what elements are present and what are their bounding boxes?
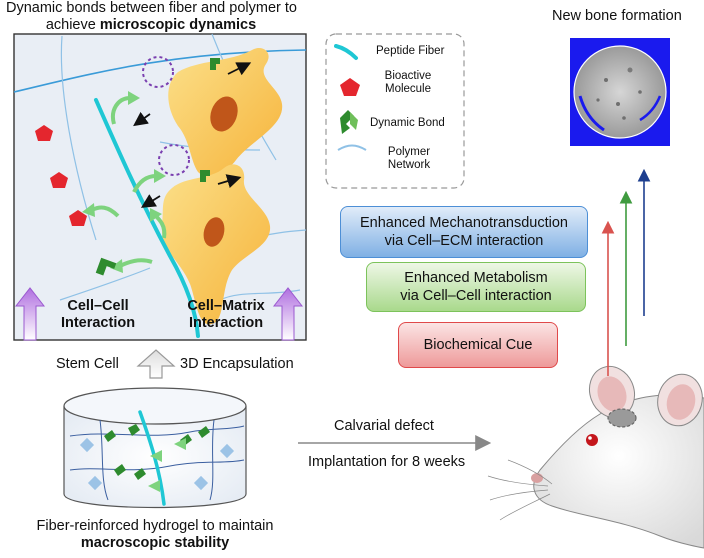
panel-title-line2: achieve microscopic dynamics — [6, 17, 296, 34]
green-curved-arrow-1 — [111, 96, 131, 125]
dynamic-bond-highlight-1 — [142, 56, 174, 88]
bioactive-molecule-2 — [50, 172, 68, 188]
panel-title-line2-bold: microscopic dynamics — [99, 16, 257, 33]
purple-up-arrow-left — [14, 287, 46, 341]
purple-up-arrow-right — [272, 287, 304, 341]
legend-label-polymer-network: Polymer Network — [387, 146, 431, 172]
cue-bar-biochemical: Biochemical Cue — [398, 322, 558, 368]
hydrogel-cylinder — [63, 387, 247, 509]
cue-bar-mechanotransduction: Enhanced Mechanotransduction via Cell–EC… — [340, 206, 588, 258]
legend-box — [325, 33, 465, 189]
black-arrow-1 — [227, 62, 252, 76]
stem-cell-label: Stem Cell — [56, 356, 119, 372]
nucleus-top — [210, 96, 238, 132]
black-arrow-3 — [217, 174, 242, 188]
hydrogel-caption-line1: Fiber-reinforced hydrogel to maintain — [36, 518, 274, 534]
cell-cell-label-line2: Interaction — [60, 314, 136, 331]
polymer-network-icon — [337, 144, 367, 151]
implantation-label: Implantation for 8 weeks — [308, 454, 466, 470]
legend-label-bioactive-molecule: Bioactive Molecule — [384, 70, 432, 96]
new-bone-title: New bone formation — [552, 8, 682, 24]
cell-matrix-label-line2: Interaction — [188, 314, 264, 331]
cue-mechanotransduction-line1: Enhanced Mechanotransduction — [360, 214, 568, 231]
green-arrowhead-3 — [82, 203, 95, 217]
nucleus-bottom — [203, 217, 225, 247]
bioactive-molecule-1 — [35, 125, 53, 141]
cue-metabolism-line1: Enhanced Metabolism — [404, 269, 548, 286]
panel-title-line1: Dynamic bonds between fiber and polymer … — [6, 0, 297, 16]
dynamic-bond-icon — [340, 110, 358, 134]
new-bone-image — [570, 38, 670, 146]
cue-bar-metabolism: Enhanced Metabolism via Cell–Cell intera… — [366, 262, 586, 312]
panel-title: Dynamic bonds between fiber and polymer … — [6, 0, 297, 34]
bioactive-molecule-3 — [69, 210, 87, 226]
cue-metabolism-line2: via Cell–Cell interaction — [400, 288, 552, 304]
green-arrowhead-2 — [154, 169, 166, 183]
mouse-illustration — [487, 365, 704, 549]
legend-label-peptide-fiber: Peptide Fiber — [376, 45, 445, 57]
green-arrowhead-1 — [128, 91, 140, 105]
cue-biochemical-line1: Biochemical Cue — [423, 336, 533, 353]
black-arrow-2 — [133, 111, 151, 127]
hydrogel-caption-line2: macroscopic stability — [80, 534, 230, 551]
green-arrowhead-4 — [110, 259, 123, 273]
peptide-fiber-icon — [334, 44, 358, 60]
green-curved-arrow-2 — [132, 174, 157, 193]
calvarial-defect-label: Calvarial defect — [334, 418, 434, 434]
dynamic-bond-3 — [95, 257, 117, 276]
dynamic-bond-highlight-2 — [158, 144, 190, 176]
legend-label-dynamic-bond: Dynamic Bond — [370, 117, 445, 129]
cell-matrix-label-line1: Cell–Matrix — [187, 298, 265, 314]
cell-matrix-label: Cell–Matrix Interaction — [176, 298, 276, 331]
encapsulation-label: 3D Encapsulation — [180, 356, 294, 372]
panel-title-line2-prefix: achieve — [45, 16, 100, 33]
hydrogel-caption: Fiber-reinforced hydrogel to maintain ma… — [10, 518, 300, 551]
dynamic-bond-1 — [210, 58, 220, 70]
black-arrow-4 — [140, 194, 161, 208]
cue-mechanotransduction-line2: via Cell–ECM interaction — [384, 233, 544, 249]
encapsulation-up-arrow — [136, 349, 176, 379]
bioactive-molecule-icon — [340, 78, 360, 96]
dynamic-bond-2 — [200, 170, 210, 182]
cell-cell-label-line1: Cell–Cell — [67, 298, 129, 314]
peptide-fiber-strand — [94, 98, 200, 338]
green-arrowhead-5 — [150, 208, 162, 222]
cell-cell-label: Cell–Cell Interaction — [58, 298, 138, 331]
